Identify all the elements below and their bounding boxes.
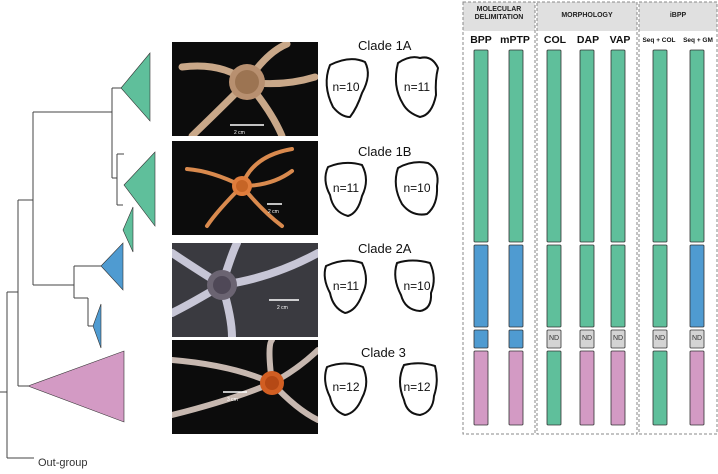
clade-label: Clade 1B [358,144,412,159]
clade-label: Clade 1A [358,38,412,53]
green-segment [546,350,562,426]
phylogenetic-tree [0,52,156,459]
clade-label: Clade 3 [361,345,406,360]
scale-bar-label: 2 cm [268,209,279,215]
green-segment [689,49,705,243]
pink-segment [689,350,705,426]
green-segment [579,244,595,328]
nd-label: ND [581,335,593,342]
pink-segment [579,350,595,426]
specimen-photo-clade-1b: 2 cm [172,141,318,235]
specimen-photo-clade-3: 3 cm [172,340,318,434]
column-title-seq-col: Seq + COL [642,37,676,44]
blue-segment [473,329,489,349]
clade-1b-triangle [123,151,156,227]
green-segment [652,49,668,243]
nd-label: ND [654,335,666,342]
scale-bar-label: 2 cm [277,305,288,311]
clade-3-triangle [27,350,125,423]
green-segment [546,244,562,328]
blue-segment [508,244,524,328]
column-title-dap: DAP [576,34,600,46]
scale-bar-label: 2 cm [234,130,245,136]
clade-1c-triangle [122,206,134,253]
clade-2b-triangle [92,303,102,349]
nd-label: ND [548,335,560,342]
sample-size-label: n=12 [332,380,360,394]
column-title-bpp: BPP [470,34,492,46]
green-segment [610,49,626,243]
clade-label: Clade 2A [358,241,412,256]
green-segment [652,244,668,328]
nd-label: ND [691,335,703,342]
sample-size-label: n=10 [403,181,431,195]
blue-segment [473,244,489,328]
specimen-photo-clade-2a: 2 cm [172,243,318,337]
green-segment [652,350,668,426]
blue-segment [689,244,705,328]
group-title-ibpp: iBPP [669,12,687,19]
pink-segment [508,350,524,426]
green-segment [473,49,489,243]
sample-size-label: n=11 [332,181,360,195]
specimen-photo-clade-1a: 2 cm [172,42,318,136]
sample-size-label: n=11 [332,279,360,293]
green-segment [508,49,524,243]
clade-2a-triangle [100,242,124,291]
green-segment [610,244,626,328]
group-title-morphology: MORPHOLOGY [561,12,613,19]
column-title-mptp: mPTP [500,34,530,46]
scale-bar-label: 3 cm [227,397,238,403]
sample-size-label: n=10 [403,279,431,293]
pink-segment [473,350,489,426]
column-title-col: COL [543,34,567,46]
green-segment [546,49,562,243]
clade-1a-triangle [120,52,151,122]
pink-segment [610,350,626,426]
green-segment [579,49,595,243]
nd-label: ND [612,335,624,342]
sample-size-label: n=10 [332,80,360,94]
sample-size-label: n=11 [403,80,431,94]
column-title-seq-gm: Seq + GM [683,37,713,44]
column-title-vap: VAP [609,34,631,46]
sample-size-label: n=12 [403,380,431,394]
outgroup-label: Out-group [38,457,88,469]
blue-segment [508,329,524,349]
